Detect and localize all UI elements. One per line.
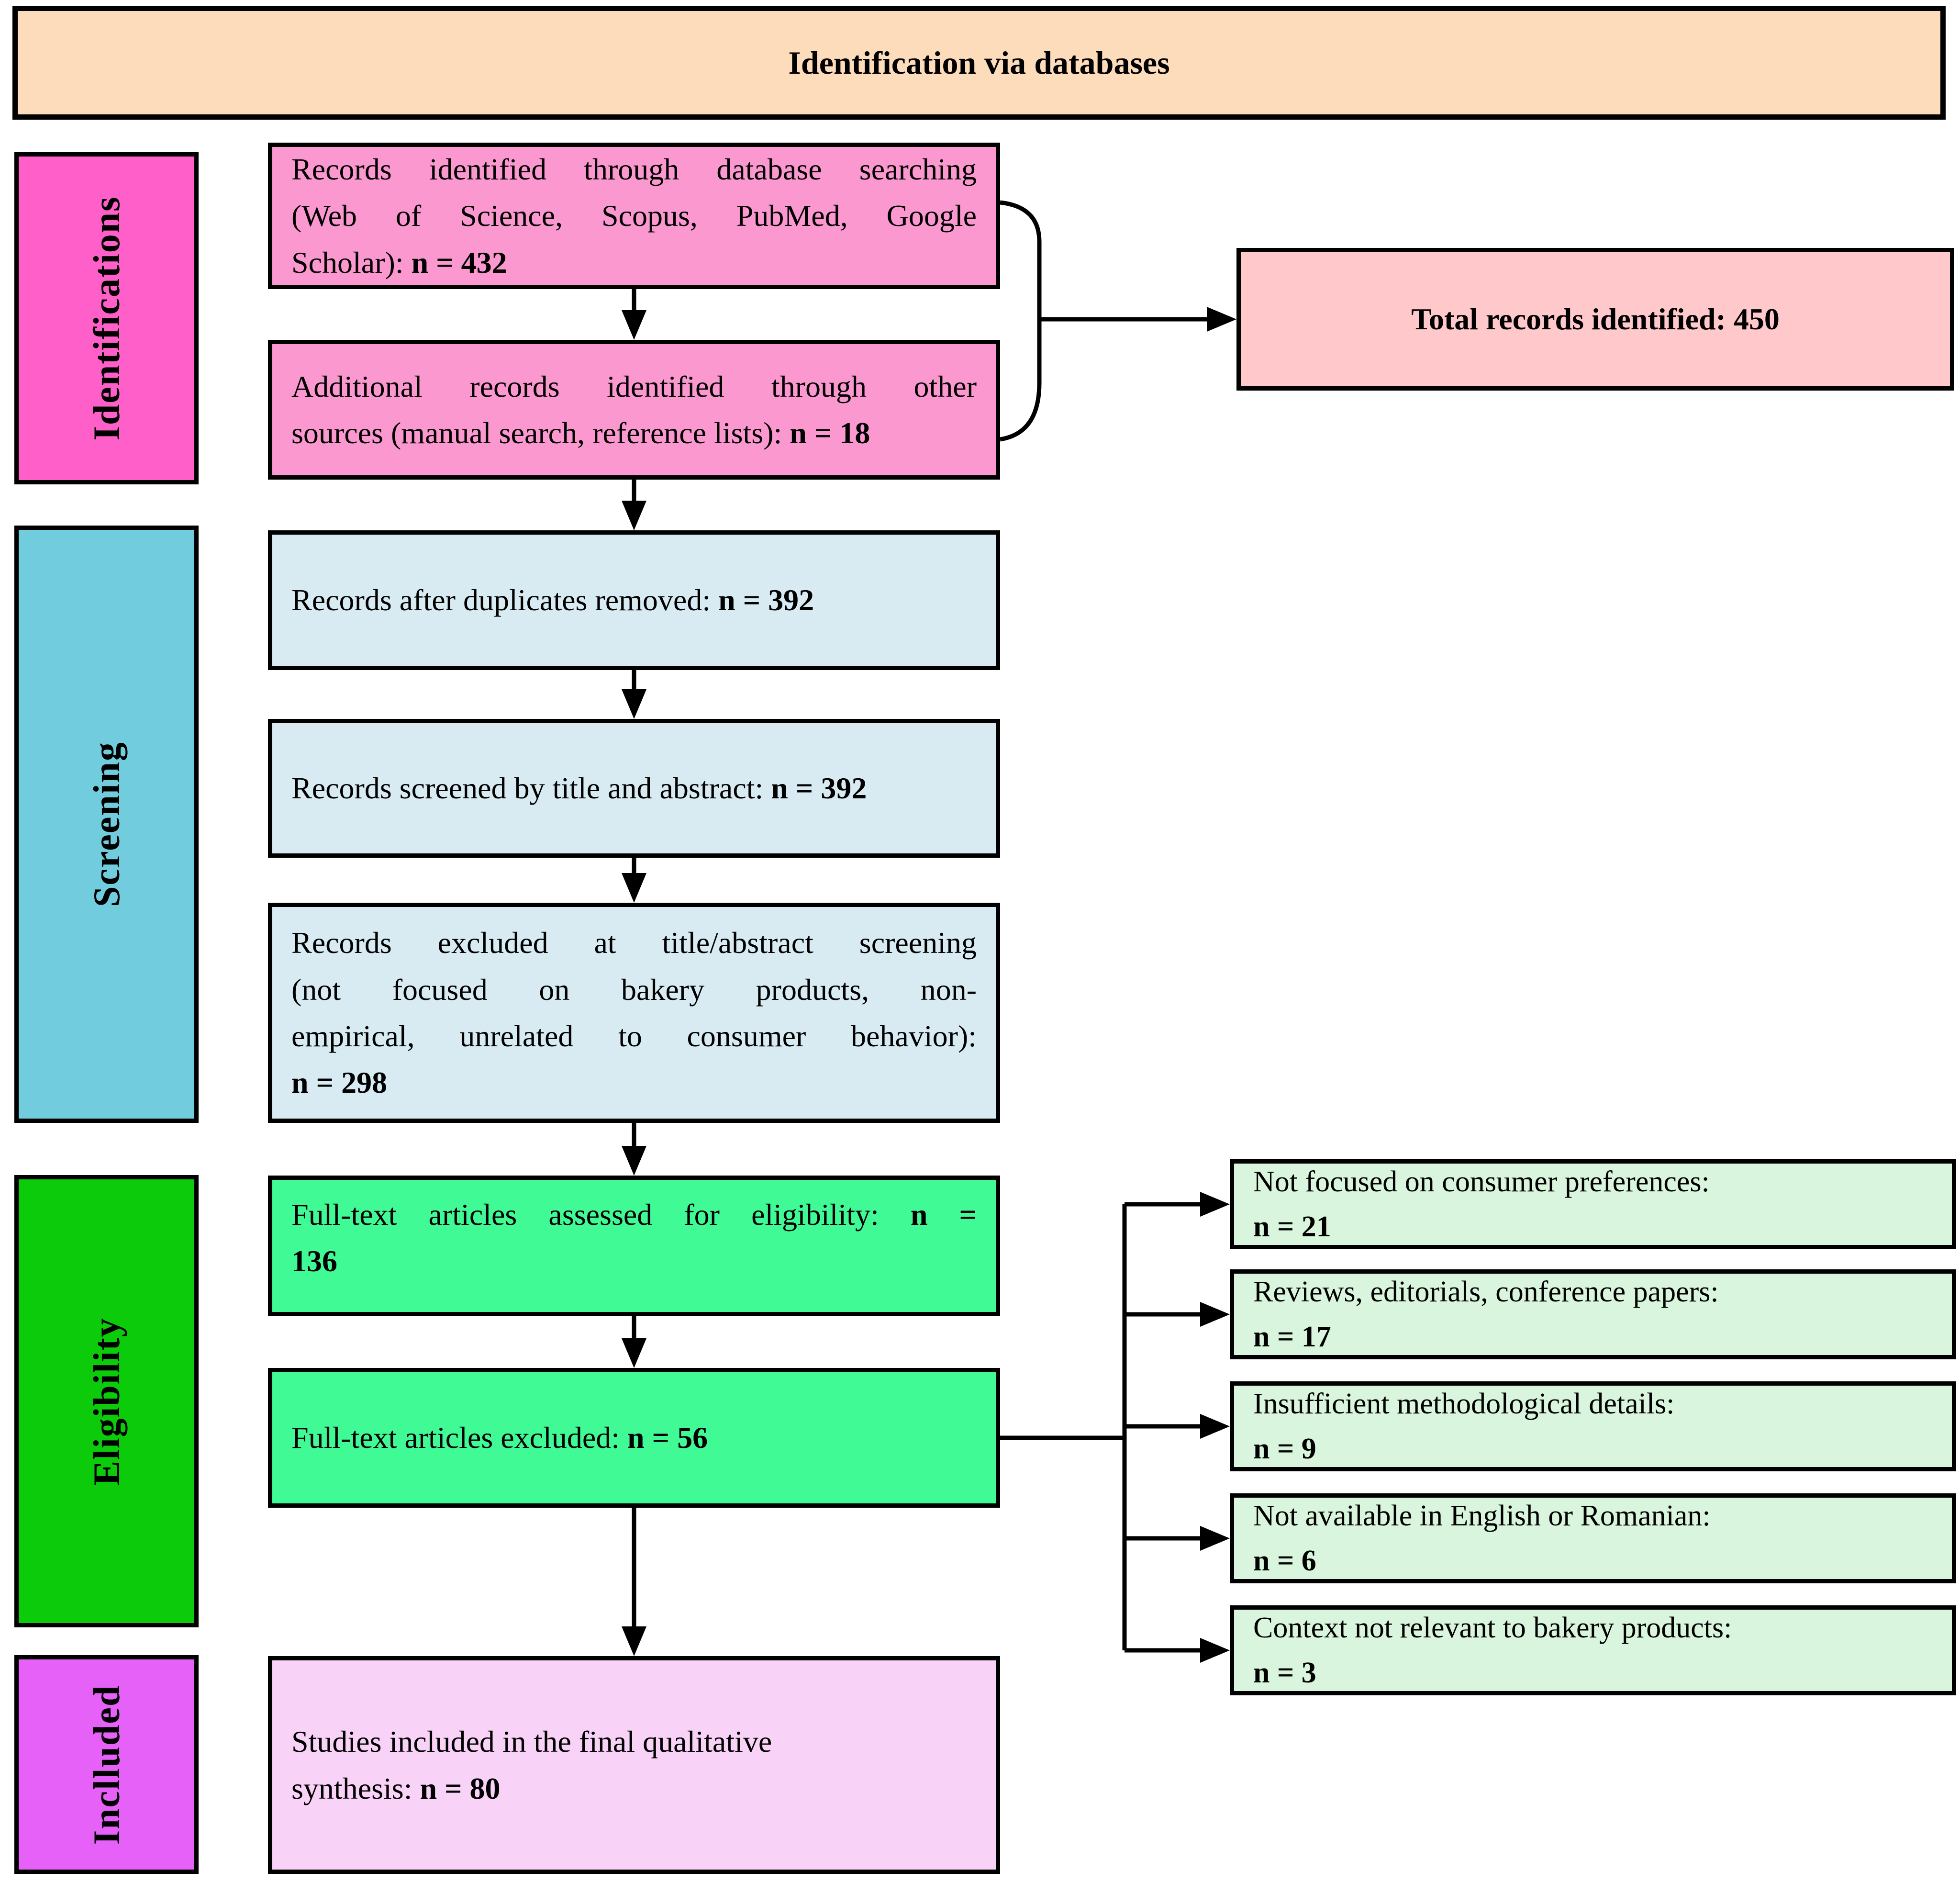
arrow-box3-to-box4: [622, 670, 646, 719]
sidebar-identifications: Identifications: [14, 152, 199, 484]
sidebar-identifications-label: Identifications: [85, 196, 127, 441]
sidebar-included-label: Inclluded: [85, 1684, 127, 1845]
box-records-identified-database-searching: Records identified through database sear…: [268, 143, 1000, 289]
box-fulltext-articles-assessed-eligibility: Full-text articles assessed for eligibil…: [268, 1176, 1000, 1316]
arrow-to-reason-3: [1125, 1414, 1230, 1439]
box-fulltext-articles-excluded: Full-text articles excluded: n = 56: [268, 1368, 1000, 1508]
sidebar-screening-label: Screening: [85, 741, 127, 907]
sidebar-screening: Screening: [14, 526, 199, 1123]
sidebar-eligibility-label: Eligibility: [85, 1317, 127, 1486]
box-records-screened-title-abstract: Records screened by title and abstract: …: [268, 719, 1000, 858]
box-records-excluded-title-abstract-screening: Records excluded at title/abstract scree…: [268, 903, 1000, 1123]
box-records-after-duplicates-removed: Records after duplicates removed: n = 39…: [268, 530, 1000, 670]
arrow-merge-to-total: [1039, 307, 1236, 332]
arrow-to-reason-2: [1125, 1302, 1230, 1327]
arrow-box7-to-included: [622, 1508, 646, 1656]
arrow-to-reason-1: [1125, 1192, 1230, 1217]
box-additional-records-other-sources: Additional records identified through ot…: [268, 340, 1000, 480]
banner-identification-via-databases: Identification via databases: [12, 6, 1946, 120]
box-reason-context-not-relevant-bakery: Context not relevant to bakery products:…: [1230, 1605, 1956, 1695]
box-reason-not-focused-consumer-preferences: Not focused on consumer preferences: n =…: [1230, 1159, 1956, 1249]
arrow-to-reason-4: [1125, 1526, 1230, 1551]
arrow-box6-to-box7: [622, 1316, 646, 1368]
arrow-box1-to-box2: [622, 288, 646, 340]
arrow-box5-to-box6: [622, 1123, 646, 1176]
arrow-box4-to-box5: [622, 858, 646, 903]
box-total-records-identified: Total records identified: 450: [1236, 248, 1954, 391]
box-reason-not-available-english-romanian: Not available in English or Romanian: n …: [1230, 1493, 1956, 1583]
sidebar-eligibility: Eligibility: [14, 1175, 199, 1627]
arrow-box2-to-box3: [622, 480, 646, 530]
box-studies-included-final-synthesis: Studies included in the final qualitativ…: [268, 1656, 1000, 1874]
arrow-to-reason-5: [1125, 1638, 1230, 1663]
sidebar-included: Inclluded: [14, 1655, 199, 1874]
brace-identification-merge: [1000, 200, 1042, 442]
box-reason-insufficient-methodological-details: Insufficient methodological details: n =…: [1230, 1381, 1956, 1471]
box-reason-reviews-editorials-conference-papers: Reviews, editorials, conference papers: …: [1230, 1269, 1956, 1359]
